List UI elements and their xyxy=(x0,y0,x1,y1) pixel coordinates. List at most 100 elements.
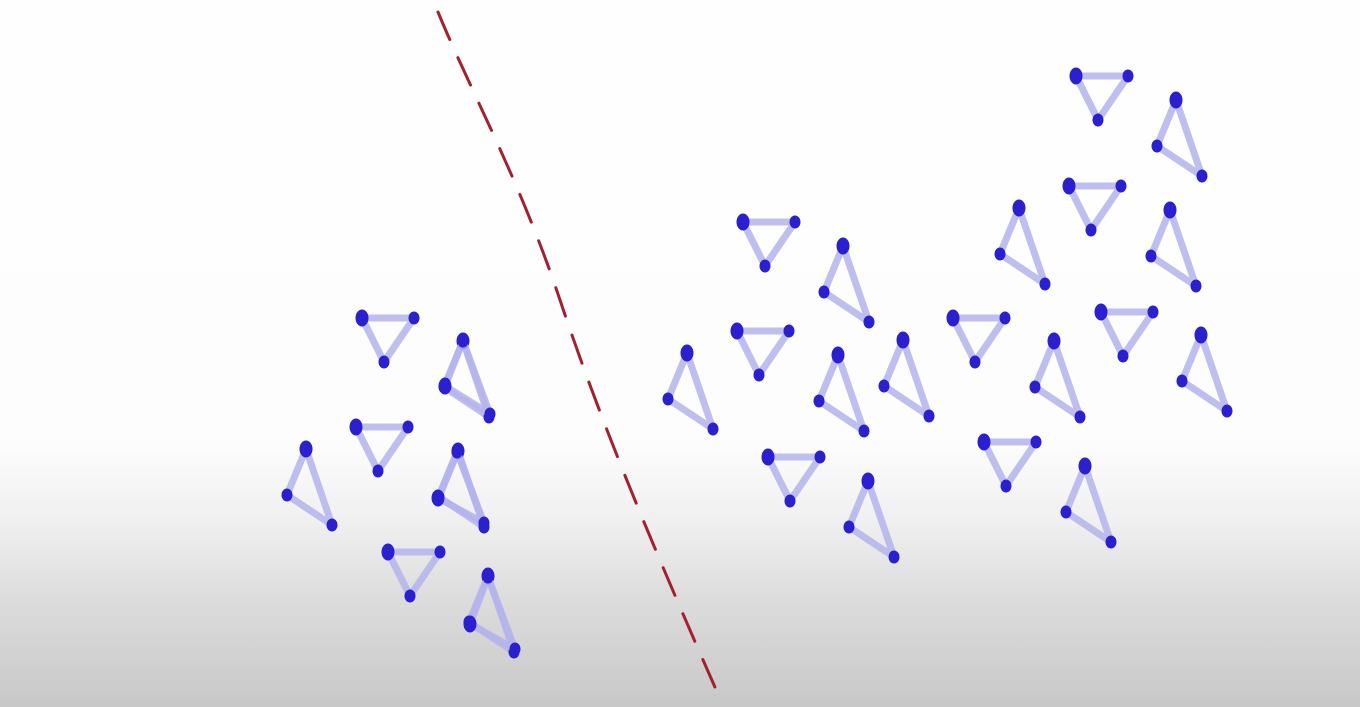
triangle-molecule xyxy=(843,472,900,564)
atom-dot xyxy=(789,215,801,229)
atom-dot xyxy=(999,311,1011,325)
atom-dot xyxy=(783,324,795,338)
triangle-molecule xyxy=(813,346,870,438)
atom-dot xyxy=(1029,380,1041,394)
atom-dot xyxy=(463,615,477,633)
molecule-bonds xyxy=(358,314,418,366)
triangle-molecule xyxy=(818,237,875,329)
triangle-molecule xyxy=(438,334,496,421)
atom-dot xyxy=(1094,303,1108,321)
atom-dot xyxy=(484,407,496,421)
atom-dot xyxy=(372,464,384,478)
triangle-molecule xyxy=(431,445,490,530)
molecule-bonds xyxy=(283,445,336,529)
atom-dot xyxy=(1092,113,1104,127)
triangle-molecule xyxy=(349,418,414,478)
atom-dot xyxy=(1115,179,1127,193)
molecule-bonds xyxy=(352,423,412,475)
triangle-molecule xyxy=(761,448,826,508)
atom-dot xyxy=(836,237,850,255)
molecule-bonds xyxy=(1065,182,1125,234)
triangle-molecule xyxy=(463,570,521,656)
triangle-molecule xyxy=(946,309,1011,369)
molecule-bonds xyxy=(764,453,824,505)
atom-dot xyxy=(831,346,845,364)
triangle-molecule xyxy=(1029,332,1086,424)
atom-dot xyxy=(1030,435,1042,449)
dashed-boundary-line xyxy=(436,10,720,696)
atom-dot xyxy=(946,309,960,327)
atom-dot xyxy=(1194,326,1208,344)
atom-dot xyxy=(349,418,363,436)
atom-dot xyxy=(1169,91,1183,109)
atom-dot xyxy=(1147,305,1159,319)
atom-dot xyxy=(969,355,981,369)
molecule-bonds xyxy=(1178,331,1231,415)
atom-dot xyxy=(896,331,910,349)
atom-dot xyxy=(1190,279,1202,293)
molecule-bonds xyxy=(980,438,1040,490)
atom-dot xyxy=(1145,249,1157,263)
atom-dot xyxy=(1012,199,1026,217)
atom-dot xyxy=(707,422,719,436)
atom-dot xyxy=(1062,177,1076,195)
atom-dot xyxy=(431,489,445,507)
atom-dot xyxy=(299,440,313,458)
triangle-molecule xyxy=(281,440,338,532)
atom-dot xyxy=(482,570,494,584)
triangle-molecule xyxy=(878,331,935,423)
molecule-bonds xyxy=(1147,206,1200,290)
atom-dot xyxy=(381,543,395,561)
atom-dot xyxy=(457,334,469,348)
molecule-bonds xyxy=(434,448,488,527)
triangle-molecule xyxy=(381,543,446,603)
atom-dot xyxy=(818,285,830,299)
molecule-bonds xyxy=(996,204,1049,288)
triangle-molecule xyxy=(1145,201,1202,293)
atom-dot xyxy=(863,315,875,329)
atom-dot xyxy=(451,445,463,459)
molecule-bonds xyxy=(1072,72,1132,124)
atom-dot xyxy=(1176,374,1188,388)
molecule-bonds xyxy=(949,314,1009,366)
atom-dot xyxy=(478,516,490,530)
triangle-molecule xyxy=(730,322,795,382)
molecule-bonds xyxy=(466,573,519,653)
atom-dot xyxy=(1117,349,1129,363)
right-cluster xyxy=(662,67,1233,564)
atom-dot xyxy=(1085,223,1097,237)
atom-dot xyxy=(1078,457,1092,475)
atom-dot xyxy=(730,322,744,340)
triangle-molecule xyxy=(662,344,719,436)
molecule-bonds xyxy=(664,349,717,433)
triangle-molecule xyxy=(1069,67,1134,127)
atom-dot xyxy=(438,377,452,395)
atom-dot xyxy=(1060,505,1072,519)
atom-dot xyxy=(1047,332,1061,350)
molecule-bonds xyxy=(1153,96,1206,180)
atom-dot xyxy=(784,494,796,508)
atom-dot xyxy=(1151,139,1163,153)
atom-dot xyxy=(813,394,825,408)
atom-dot xyxy=(736,213,750,231)
molecule-bonds xyxy=(733,327,793,379)
atom-dot xyxy=(759,259,771,273)
atom-dot xyxy=(1122,69,1134,83)
atom-dot xyxy=(843,520,855,534)
molecule-bonds xyxy=(1031,337,1084,421)
atom-dot xyxy=(923,409,935,423)
atom-dot xyxy=(1196,169,1208,183)
triangle-molecule xyxy=(355,309,420,369)
molecule-bonds xyxy=(880,336,933,420)
triangle-molecule xyxy=(994,199,1051,291)
triangle-molecule xyxy=(1094,303,1159,363)
molecule-bonds xyxy=(1097,308,1157,360)
atom-dot xyxy=(1163,201,1177,219)
atom-dot xyxy=(355,309,369,327)
molecule-bonds xyxy=(815,351,868,435)
triangle-molecule xyxy=(1060,457,1117,549)
triangle-molecule xyxy=(1062,177,1127,237)
